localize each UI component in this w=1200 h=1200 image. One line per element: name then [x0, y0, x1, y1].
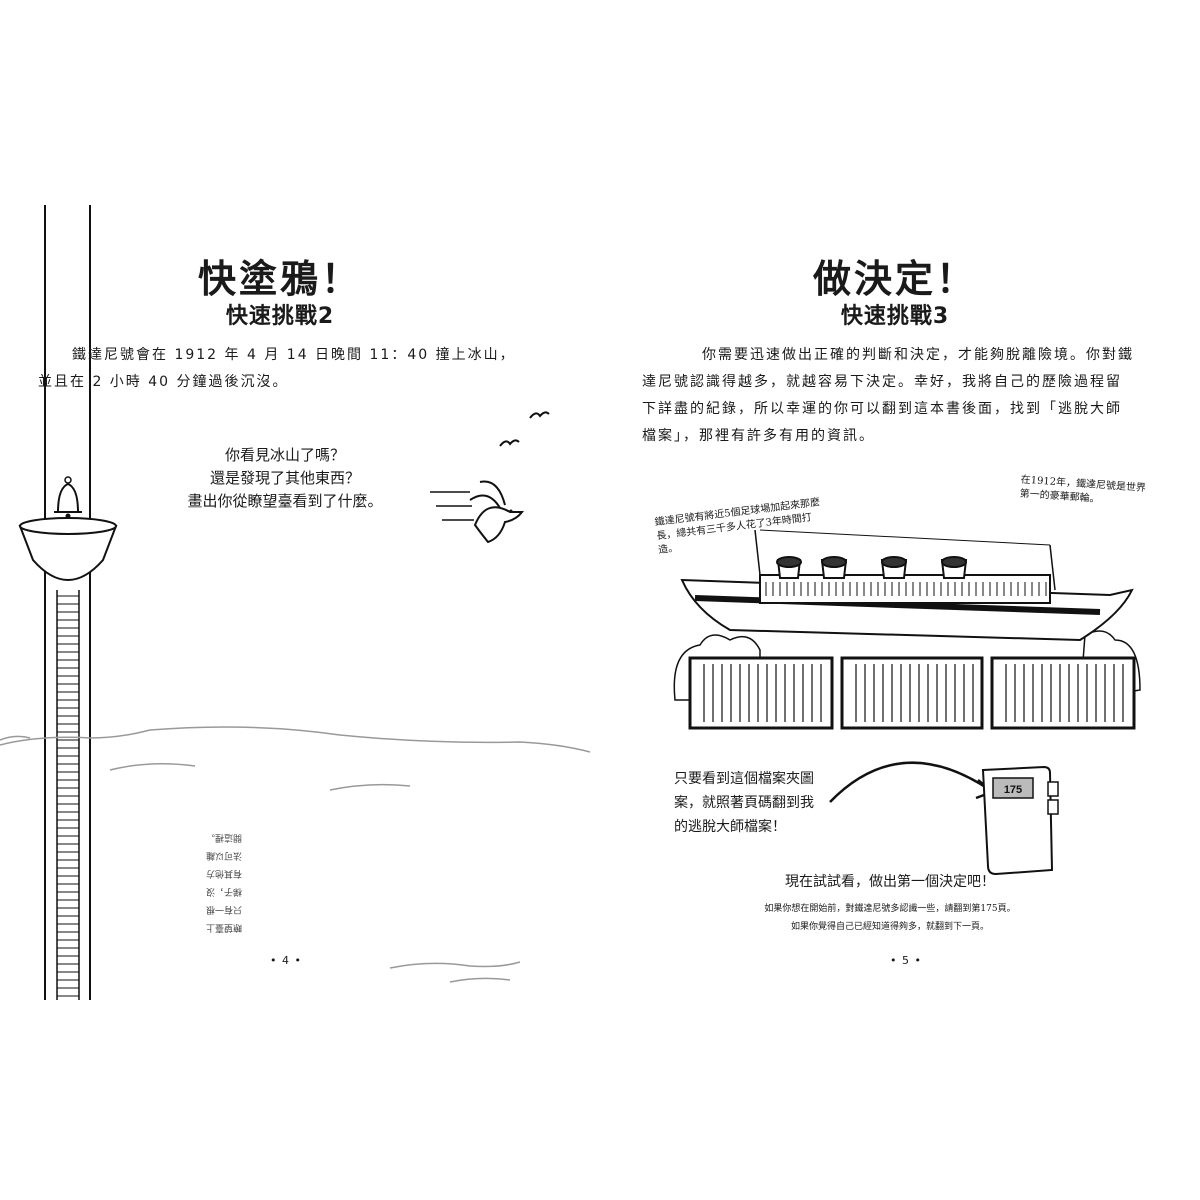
prompt-line: 你看見冰山了嗎？ — [224, 446, 345, 464]
page-number: • 5 • — [890, 954, 922, 967]
page-subtitle: 快速挑戰2 — [225, 304, 335, 329]
file-hint: 只要看到這個檔案夾圖 案，就照著頁碼翻到我 的逃脫大師檔案！ — [674, 767, 894, 839]
page-subtitle: 快速挑戰3 — [840, 304, 950, 329]
right-page: 175 做決定！ 快速挑戰3 你需要迅速做出正確的判斷和決定，才能夠脫離險境。你… — [600, 0, 1200, 1200]
drawing-prompt: 你看見冰山了嗎？ 還是發現了其他東西？ 畫出你從瞭望臺看到了什麼。 — [160, 444, 410, 513]
file-hint-line: 案，就照著頁碼翻到我 — [674, 795, 814, 811]
intro-paragraph: 鐵達尼號會在 1912 年 4 月 14 日晚間 11：40 撞上冰山，並且在 … — [38, 347, 516, 390]
file-hint-line: 的逃脫大師檔案！ — [674, 819, 786, 835]
file-number: 175 — [1004, 784, 1022, 796]
prompt-line: 還是發現了其他東西？ — [209, 469, 360, 487]
arrow — [829, 761, 991, 803]
left-page: 快塗鴉！ 快速挑戰2 鐵達尼號會在 1912 年 4 月 14 日晚間 11：4… — [0, 205, 591, 1000]
option-forward-link[interactable]: 如果你想在開始前，對鐵達尼號多認識一些，請翻到第175頁。 — [764, 904, 1016, 914]
dock-gates — [688, 656, 1136, 730]
ship-funnels — [776, 556, 968, 579]
ship-deck — [759, 574, 1051, 604]
seagull-icon — [430, 480, 525, 544]
page-title: 做決定！ — [812, 257, 977, 301]
call-to-action: 現在試試看，做出第一個決定吧！ — [785, 874, 995, 890]
page-title: 快塗鴉！ — [197, 257, 362, 301]
ladder — [56, 590, 80, 1000]
intro-paragraph: 你需要迅速做出正確的判斷和決定，才能夠脫離險境。你對鐵達尼號認識得越多，就越容易… — [642, 347, 1134, 444]
titanic-illustration: 175 — [673, 529, 1141, 876]
crows-nest — [18, 525, 118, 581]
page-number: • 4 • — [270, 954, 302, 967]
sea-waves — [0, 726, 591, 983]
file-folder-icon: 175 — [981, 765, 1059, 876]
upside-down-note: 瞭望臺上 只有一根 梯子，沒 有其他方 法可以離 開這裡。 — [205, 832, 242, 932]
option-next-page-link[interactable]: 如果你覺得自己已經知道得夠多，就翻到下一頁。 — [790, 922, 989, 932]
prompt-line: 畫出你從瞭望臺看到了什麼。 — [187, 492, 383, 510]
bird-icons — [499, 411, 550, 447]
lookout-tower-illustration — [0, 205, 591, 1000]
bell-icon — [54, 476, 82, 519]
file-hint-line: 只要看到這個檔案夾圖 — [674, 771, 814, 787]
